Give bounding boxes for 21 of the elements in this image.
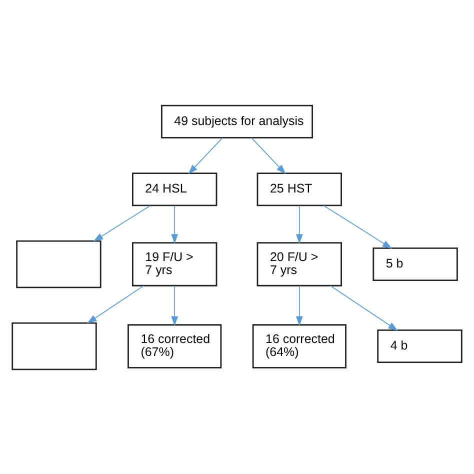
- node-box: 4 b: [377, 329, 462, 363]
- arrow: [251, 136, 286, 174]
- arrow: [171, 204, 178, 244]
- node-box: 5 b: [372, 246, 458, 280]
- node-box: [12, 322, 97, 370]
- node-box: 20 F/U > 7 yrs: [256, 242, 342, 286]
- arrow: [296, 284, 303, 326]
- node-box: [16, 240, 102, 288]
- node-box: 16 corrected (64%): [252, 324, 346, 368]
- node-box: 25 HST: [256, 172, 342, 206]
- arrow: [323, 204, 392, 248]
- arrow: [93, 204, 151, 242]
- arrow: [86, 284, 144, 324]
- node-box: 24 HSL: [132, 172, 218, 206]
- node-box: 19 F/U > 7 yrs: [132, 242, 218, 286]
- node-box: 49 subjects for analysis: [160, 104, 314, 138]
- arrow: [330, 284, 398, 330]
- arrow: [296, 204, 303, 244]
- arrow: [188, 136, 223, 174]
- node-box: 16 corrected (67%): [128, 324, 222, 368]
- arrow: [171, 284, 178, 326]
